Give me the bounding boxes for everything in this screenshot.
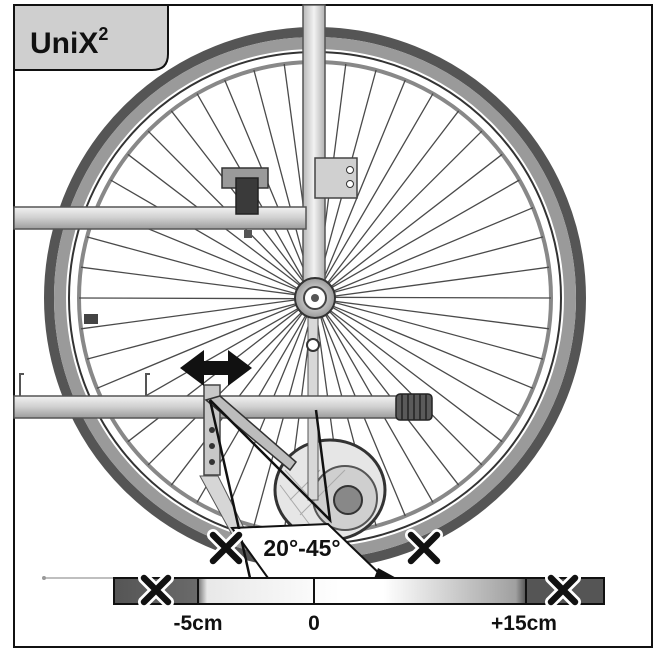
spoke [253, 69, 312, 287]
spoke [326, 299, 544, 360]
tube-hooks [19, 373, 150, 396]
upper-clamp [314, 157, 358, 199]
scale-left-label: -5cm [173, 612, 222, 635]
spoke [110, 179, 305, 294]
brake-block [221, 167, 269, 238]
spoke [80, 266, 304, 297]
cross-mark-icon [138, 572, 174, 608]
scale-right-label: +15cm [491, 612, 557, 635]
badge-superscript: 2 [98, 24, 108, 44]
spoke [326, 207, 534, 295]
spoke [322, 110, 460, 290]
tube-end-grip [395, 393, 433, 421]
scale-center-label: 0 [308, 612, 320, 635]
spoke [86, 236, 304, 297]
svg-text:UniX2: UniX2 [30, 24, 108, 60]
spoke [147, 306, 308, 466]
upper-frame-tube [13, 206, 307, 230]
spoke [326, 266, 550, 298]
spoke [326, 236, 544, 295]
angle-range-label: 20°-45° [263, 535, 340, 561]
vertical-post [302, 4, 326, 296]
strut-bolt [306, 338, 320, 352]
wheel-hub [294, 277, 336, 319]
cross-mark-icon [545, 572, 581, 608]
spoke [326, 296, 552, 299]
spoke [323, 305, 503, 443]
product-badge: UniX2 [13, 4, 169, 71]
spoke [319, 93, 434, 288]
badge-text: UniX [30, 27, 98, 60]
spoke [324, 153, 503, 292]
left-knob [84, 314, 98, 324]
spoke [326, 299, 550, 330]
cross-mark-icon [405, 529, 443, 567]
spoke [78, 297, 304, 300]
spoke [80, 298, 304, 330]
double-arrow-icon [180, 350, 252, 386]
spoke [319, 79, 406, 288]
position-scale [42, 576, 605, 605]
cross-mark-icon [207, 529, 245, 567]
spoke [324, 179, 520, 292]
spoke [325, 302, 520, 417]
spoke [322, 130, 483, 290]
spoke [96, 301, 304, 389]
spoke [323, 305, 483, 466]
spoke [325, 302, 534, 389]
spoke [86, 301, 304, 360]
